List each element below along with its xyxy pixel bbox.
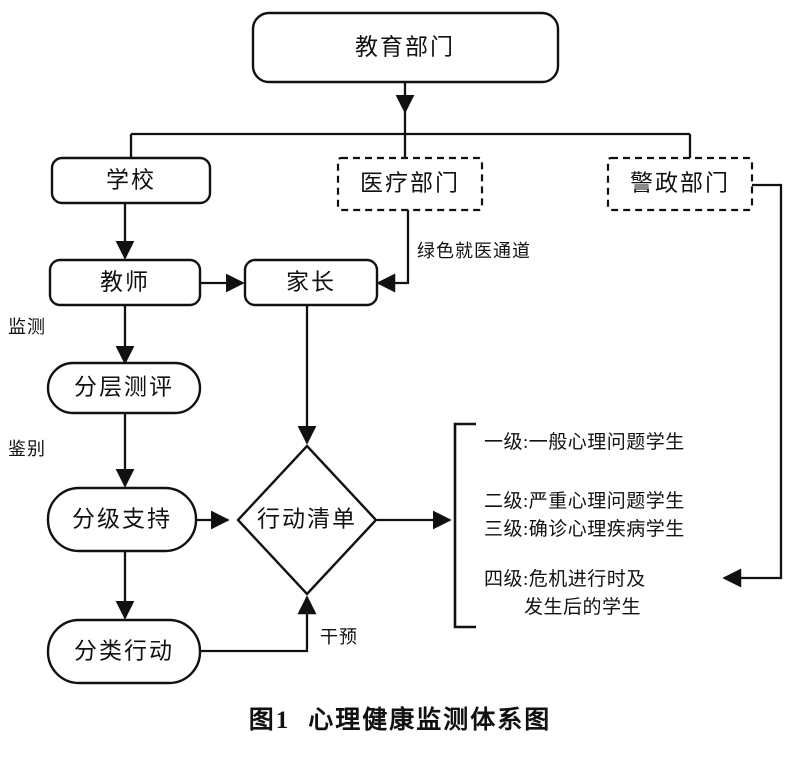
node-school[interactable]: 学校 (50, 156, 212, 205)
node-parent[interactable]: 家长 (243, 258, 379, 307)
node-tiered-assessment[interactable]: 分层测评 (46, 361, 202, 415)
edge-education-to-bus (129, 82, 692, 158)
tier-item-2: 二级:严重心理问题学生 (484, 490, 685, 512)
tier-bracket (453, 422, 476, 629)
edge-medical-to-parent (376, 210, 410, 293)
node-tiered-assessment-label: 分层测评 (74, 374, 174, 399)
edge-label-green-channel: 绿色就医通道 (417, 241, 531, 261)
node-parent-label: 家长 (286, 269, 336, 294)
node-action-list[interactable]: 行动清单 (236, 444, 378, 596)
caption-number: 图1 (248, 707, 291, 734)
node-classified-action-label: 分类行动 (74, 638, 174, 663)
node-classified-action[interactable]: 分类行动 (46, 618, 202, 685)
node-teacher-label: 教师 (100, 269, 150, 294)
node-education-dept[interactable]: 教育部门 (251, 11, 560, 84)
tier-item-1: 一级:一般心理问题学生 (484, 431, 685, 453)
node-medical-dept[interactable]: 医疗部门 (336, 156, 484, 212)
edge-action-to-actionlist (200, 595, 317, 653)
tier-item-4-cont: 发生后的学生 (524, 596, 641, 618)
node-police-dept[interactable]: 警政部门 (606, 156, 754, 212)
figure-caption: 图1 心理健康监测体系图 (0, 700, 800, 736)
tier-item-4: 四级:危机进行时及 (484, 568, 646, 590)
node-school-label: 学校 (106, 167, 156, 192)
node-graded-support-label: 分级支持 (72, 506, 172, 531)
node-police-dept-label: 警政部门 (630, 170, 730, 195)
edge-label-monitoring: 监测 (8, 317, 46, 337)
tier-list: 一级:一般心理问题学生 二级:严重心理问题学生 三级:确诊心理疾病学生 四级:危… (484, 431, 685, 618)
caption-title: 心理健康监测体系图 (308, 707, 552, 734)
node-medical-dept-label: 医疗部门 (360, 170, 460, 195)
tier-item-3: 三级:确诊心理疾病学生 (484, 518, 685, 540)
node-action-list-label: 行动清单 (257, 506, 357, 531)
edge-police-to-tier-four (722, 183, 783, 588)
node-education-dept-label: 教育部门 (355, 34, 455, 59)
node-graded-support[interactable]: 分级支持 (46, 486, 198, 553)
flowchart-svg: 教育部门 学校 医疗部门 警政部门 教师 家长 分层 (8, 11, 783, 685)
edge-label-identification: 鉴别 (8, 439, 46, 459)
edge-label-intervention: 干预 (320, 627, 358, 647)
node-teacher[interactable]: 教师 (48, 258, 202, 307)
